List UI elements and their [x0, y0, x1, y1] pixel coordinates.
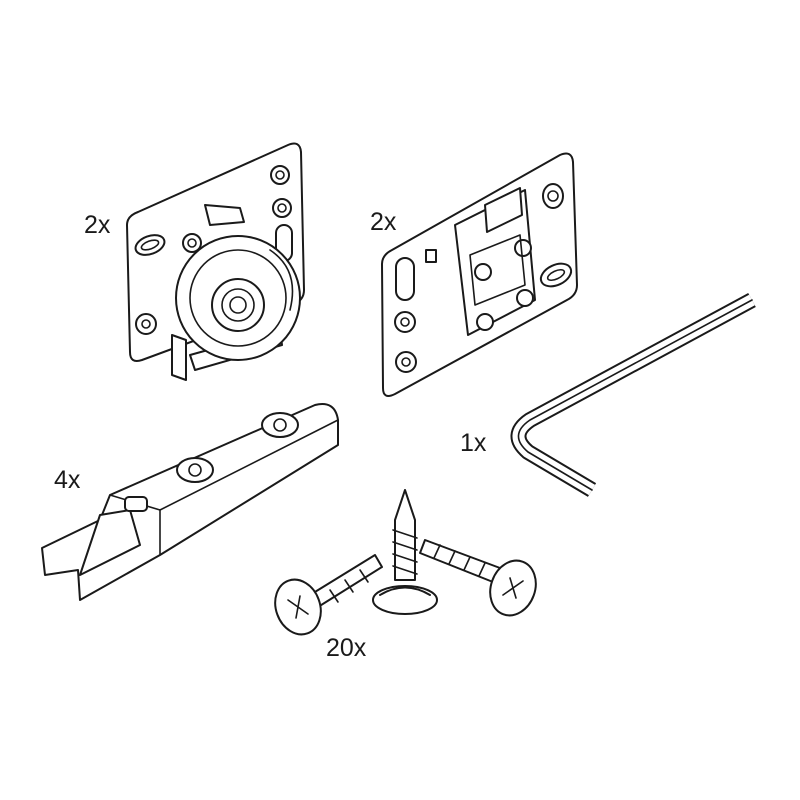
clip-bracket-quantity: 4x [54, 466, 81, 494]
hex-key-quantity: 1x [460, 429, 487, 457]
guide-carrier-quantity: 2x [370, 208, 397, 236]
guide-carrier-part [381, 152, 578, 397]
clip-bracket-part [41, 403, 339, 601]
wheel-carrier-part [126, 142, 305, 381]
screws-part [274, 489, 537, 636]
screws-quantity: 20x [326, 634, 367, 662]
hex-key-part [510, 292, 756, 497]
wheel-carrier-quantity: 2x [84, 211, 111, 239]
